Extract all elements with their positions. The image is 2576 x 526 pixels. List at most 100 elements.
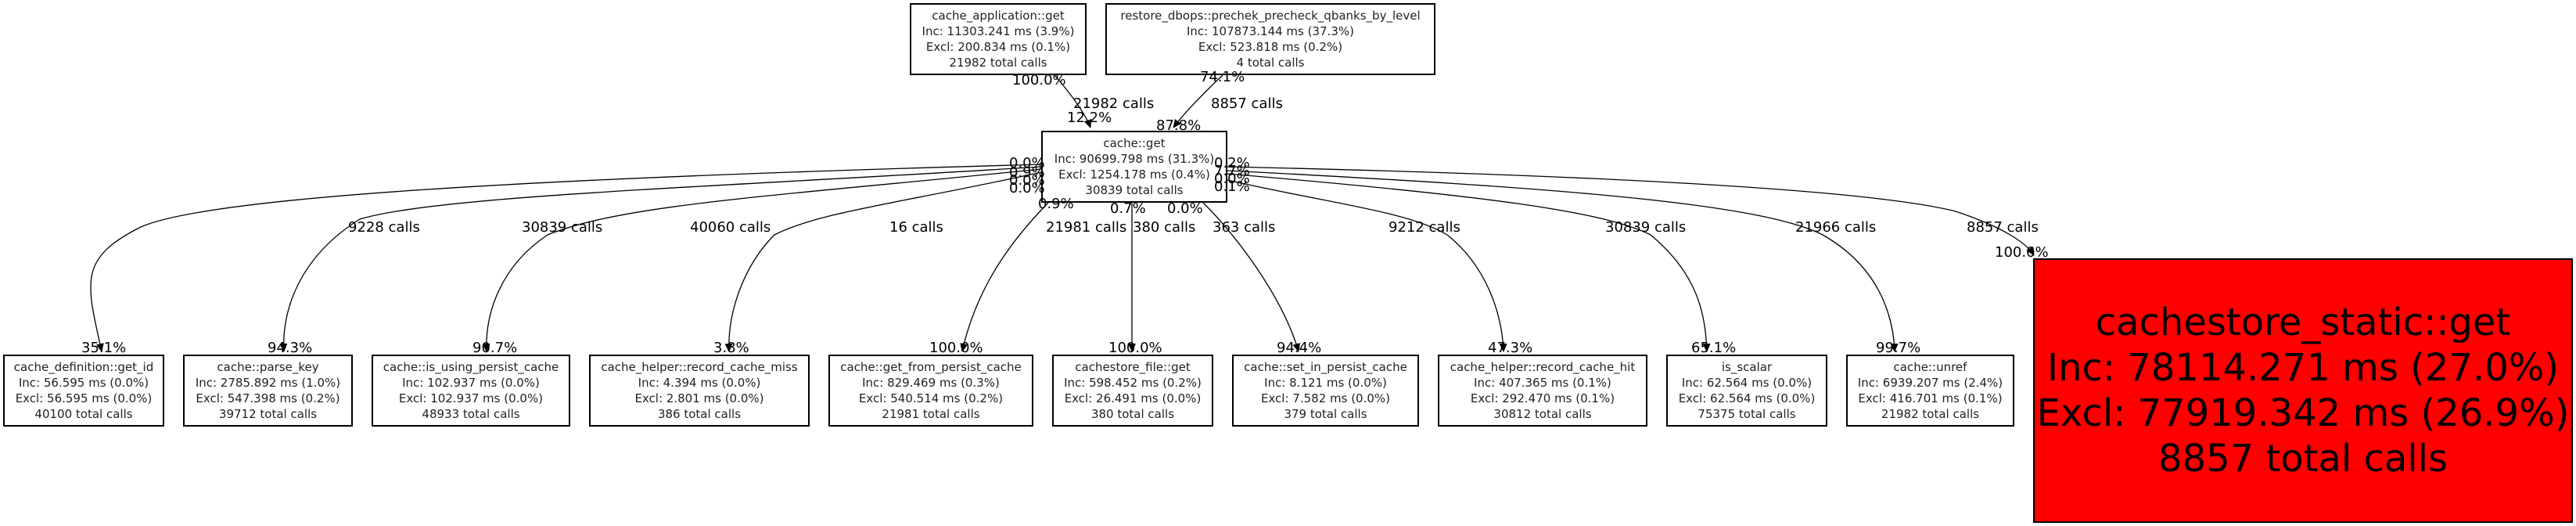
edge-cache_get-to-static_get — [1227, 166, 2035, 256]
edge-call-count: 40060 calls — [690, 219, 771, 236]
edge-target-percent: 100.0% — [1995, 244, 2049, 261]
node-calls: 30812 total calls — [1493, 407, 1592, 421]
edge-cache_get-to-set_persist — [1202, 202, 1301, 352]
node-inc: Inc: 4.394 ms (0.0%) — [638, 376, 761, 390]
edge-source-percent: 74.1% — [1200, 69, 1245, 85]
edge-call-count: 30839 calls — [522, 219, 603, 236]
node-name: restore_dbops::prechek_precheck_qbanks_b… — [1120, 9, 1421, 23]
edge-source-percent: 0.0% — [1214, 171, 1250, 187]
node-name: cache::get — [1103, 136, 1166, 150]
node-calls: 379 total calls — [1284, 407, 1367, 421]
edge-app_get-to-cache_get — [1054, 74, 1092, 128]
edge-source-percent: 100.0% — [1012, 72, 1066, 88]
node-restore[interactable]: restore_dbops::prechek_precheck_qbanks_b… — [1105, 3, 1435, 75]
node-name: cache::set_in_persist_cache — [1244, 360, 1407, 374]
node-inc: Inc: 107873.144 ms (37.3%) — [1187, 24, 1354, 38]
edge-target-percent: 3.8% — [713, 340, 749, 356]
node-excl: Excl: 26.491 ms (0.0%) — [1064, 391, 1202, 405]
node-inc: Inc: 56.595 ms (0.0%) — [18, 376, 149, 390]
edge-target-percent: 12.2% — [1067, 110, 1112, 126]
node-name: cachestore_file::get — [1075, 360, 1191, 374]
edge-cache_get-to-from_persist — [960, 202, 1049, 352]
edge-source-percent: 0.0% — [1009, 155, 1045, 171]
node-calls: 39712 total calls — [218, 407, 318, 421]
node-inc: Inc: 11303.241 ms (3.9%) — [922, 24, 1075, 38]
edge-call-count: 21981 calls — [1046, 219, 1127, 236]
node-inc: Inc: 6939.207 ms (2.4%) — [1857, 376, 2003, 390]
node-excl: Excl: 200.834 ms (0.1%) — [925, 40, 1071, 54]
node-inc: Inc: 829.469 ms (0.3%) — [862, 376, 1000, 390]
node-excl: Excl: 540.514 ms (0.2%) — [858, 391, 1004, 405]
edge-source-percent: 0.2% — [1214, 155, 1250, 171]
node-inc: Inc: 598.452 ms (0.2%) — [1064, 376, 1202, 390]
edge-target-percent: 90.7% — [472, 340, 518, 356]
node-name: cache::unref — [1893, 360, 1967, 374]
node-name: cache::is_using_persist_cache — [383, 360, 559, 374]
edge-call-count: 21966 calls — [1795, 219, 1877, 236]
edge-target-percent: 94.3% — [268, 340, 313, 356]
node-excl: Excl: 7.582 ms (0.0%) — [1260, 391, 1391, 405]
edge-cache_get-to-parse_key — [279, 166, 1042, 352]
edge-source-percent: 0.1% — [1214, 178, 1250, 195]
edge-target-percent: 65.1% — [1691, 340, 1737, 356]
node-name: cachestore_static::get — [2095, 301, 2511, 344]
node-inc: Inc: 78114.271 ms (27.0%) — [2046, 346, 2560, 390]
edge-cache_get-to-unref — [1227, 170, 1899, 352]
edge-call-count: 16 calls — [889, 219, 943, 236]
node-excl: Excl: 56.595 ms (0.0%) — [15, 391, 153, 405]
node-calls: 21981 total calls — [882, 407, 980, 421]
node-excl: Excl: 523.818 ms (0.2%) — [1198, 40, 1343, 54]
node-excl: Excl: 1254.178 ms (0.4%) — [1058, 168, 1210, 182]
node-inc: Inc: 102.937 ms (0.0%) — [402, 376, 540, 390]
node-inc: Inc: 62.564 ms (0.0%) — [1681, 376, 1813, 390]
node-inc: Inc: 90699.798 ms (31.3%) — [1054, 152, 1215, 166]
node-name: cache::get_from_persist_cache — [840, 360, 1022, 374]
edge-source-percent: 0.0% — [1009, 172, 1045, 189]
node-excl: Excl: 102.937 ms (0.0%) — [398, 391, 544, 405]
node-excl: Excl: 416.701 ms (0.1%) — [1858, 391, 2003, 405]
node-excl: Excl: 62.564 ms (0.0%) — [1678, 391, 1816, 405]
node-excl: Excl: 292.470 ms (0.1%) — [1470, 391, 1615, 405]
edge-source-percent: 0.9% — [1038, 196, 1074, 212]
edge-source-percent: 0.7% — [1110, 200, 1146, 217]
node-name: cache::parse_key — [217, 360, 319, 374]
edge-source-percent: 0.0% — [1009, 180, 1045, 196]
node-name: cache_application::get — [932, 9, 1065, 23]
node-name: cache_definition::get_id — [13, 360, 154, 374]
node-excl: Excl: 547.398 ms (0.2%) — [196, 391, 340, 405]
node-inc: Inc: 407.365 ms (0.1%) — [1474, 376, 1611, 390]
node-excl: Excl: 2.801 ms (0.0%) — [634, 391, 764, 405]
edge-target-percent: 94.4% — [1277, 340, 1322, 356]
edge-target-percent: 35.1% — [81, 340, 127, 356]
node-calls: 30839 total calls — [1085, 183, 1184, 197]
node-name: cache_helper::record_cache_hit — [1450, 360, 1636, 374]
edge-call-count: 9228 calls — [348, 219, 420, 236]
node-calls: 75375 total calls — [1698, 407, 1796, 421]
node-calls: 21982 total calls — [949, 56, 1047, 70]
edge-restore-to-cache_get — [1173, 74, 1223, 128]
node-name: is_scalar — [1721, 360, 1773, 374]
edge-cache_get-to-is_persist — [482, 168, 1042, 352]
edge-target-percent: 87.8% — [1156, 117, 1202, 134]
edge-source-percent: 7.7% — [1214, 163, 1250, 179]
node-calls: 21982 total calls — [1881, 407, 1980, 421]
edge-call-count: 21982 calls — [1073, 95, 1155, 112]
node-calls: 40100 total calls — [34, 407, 133, 421]
node-calls: 8857 total calls — [2158, 437, 2448, 481]
node-calls: 4 total calls — [1236, 56, 1305, 70]
node-name: cache_helper::record_cache_miss — [601, 360, 798, 374]
